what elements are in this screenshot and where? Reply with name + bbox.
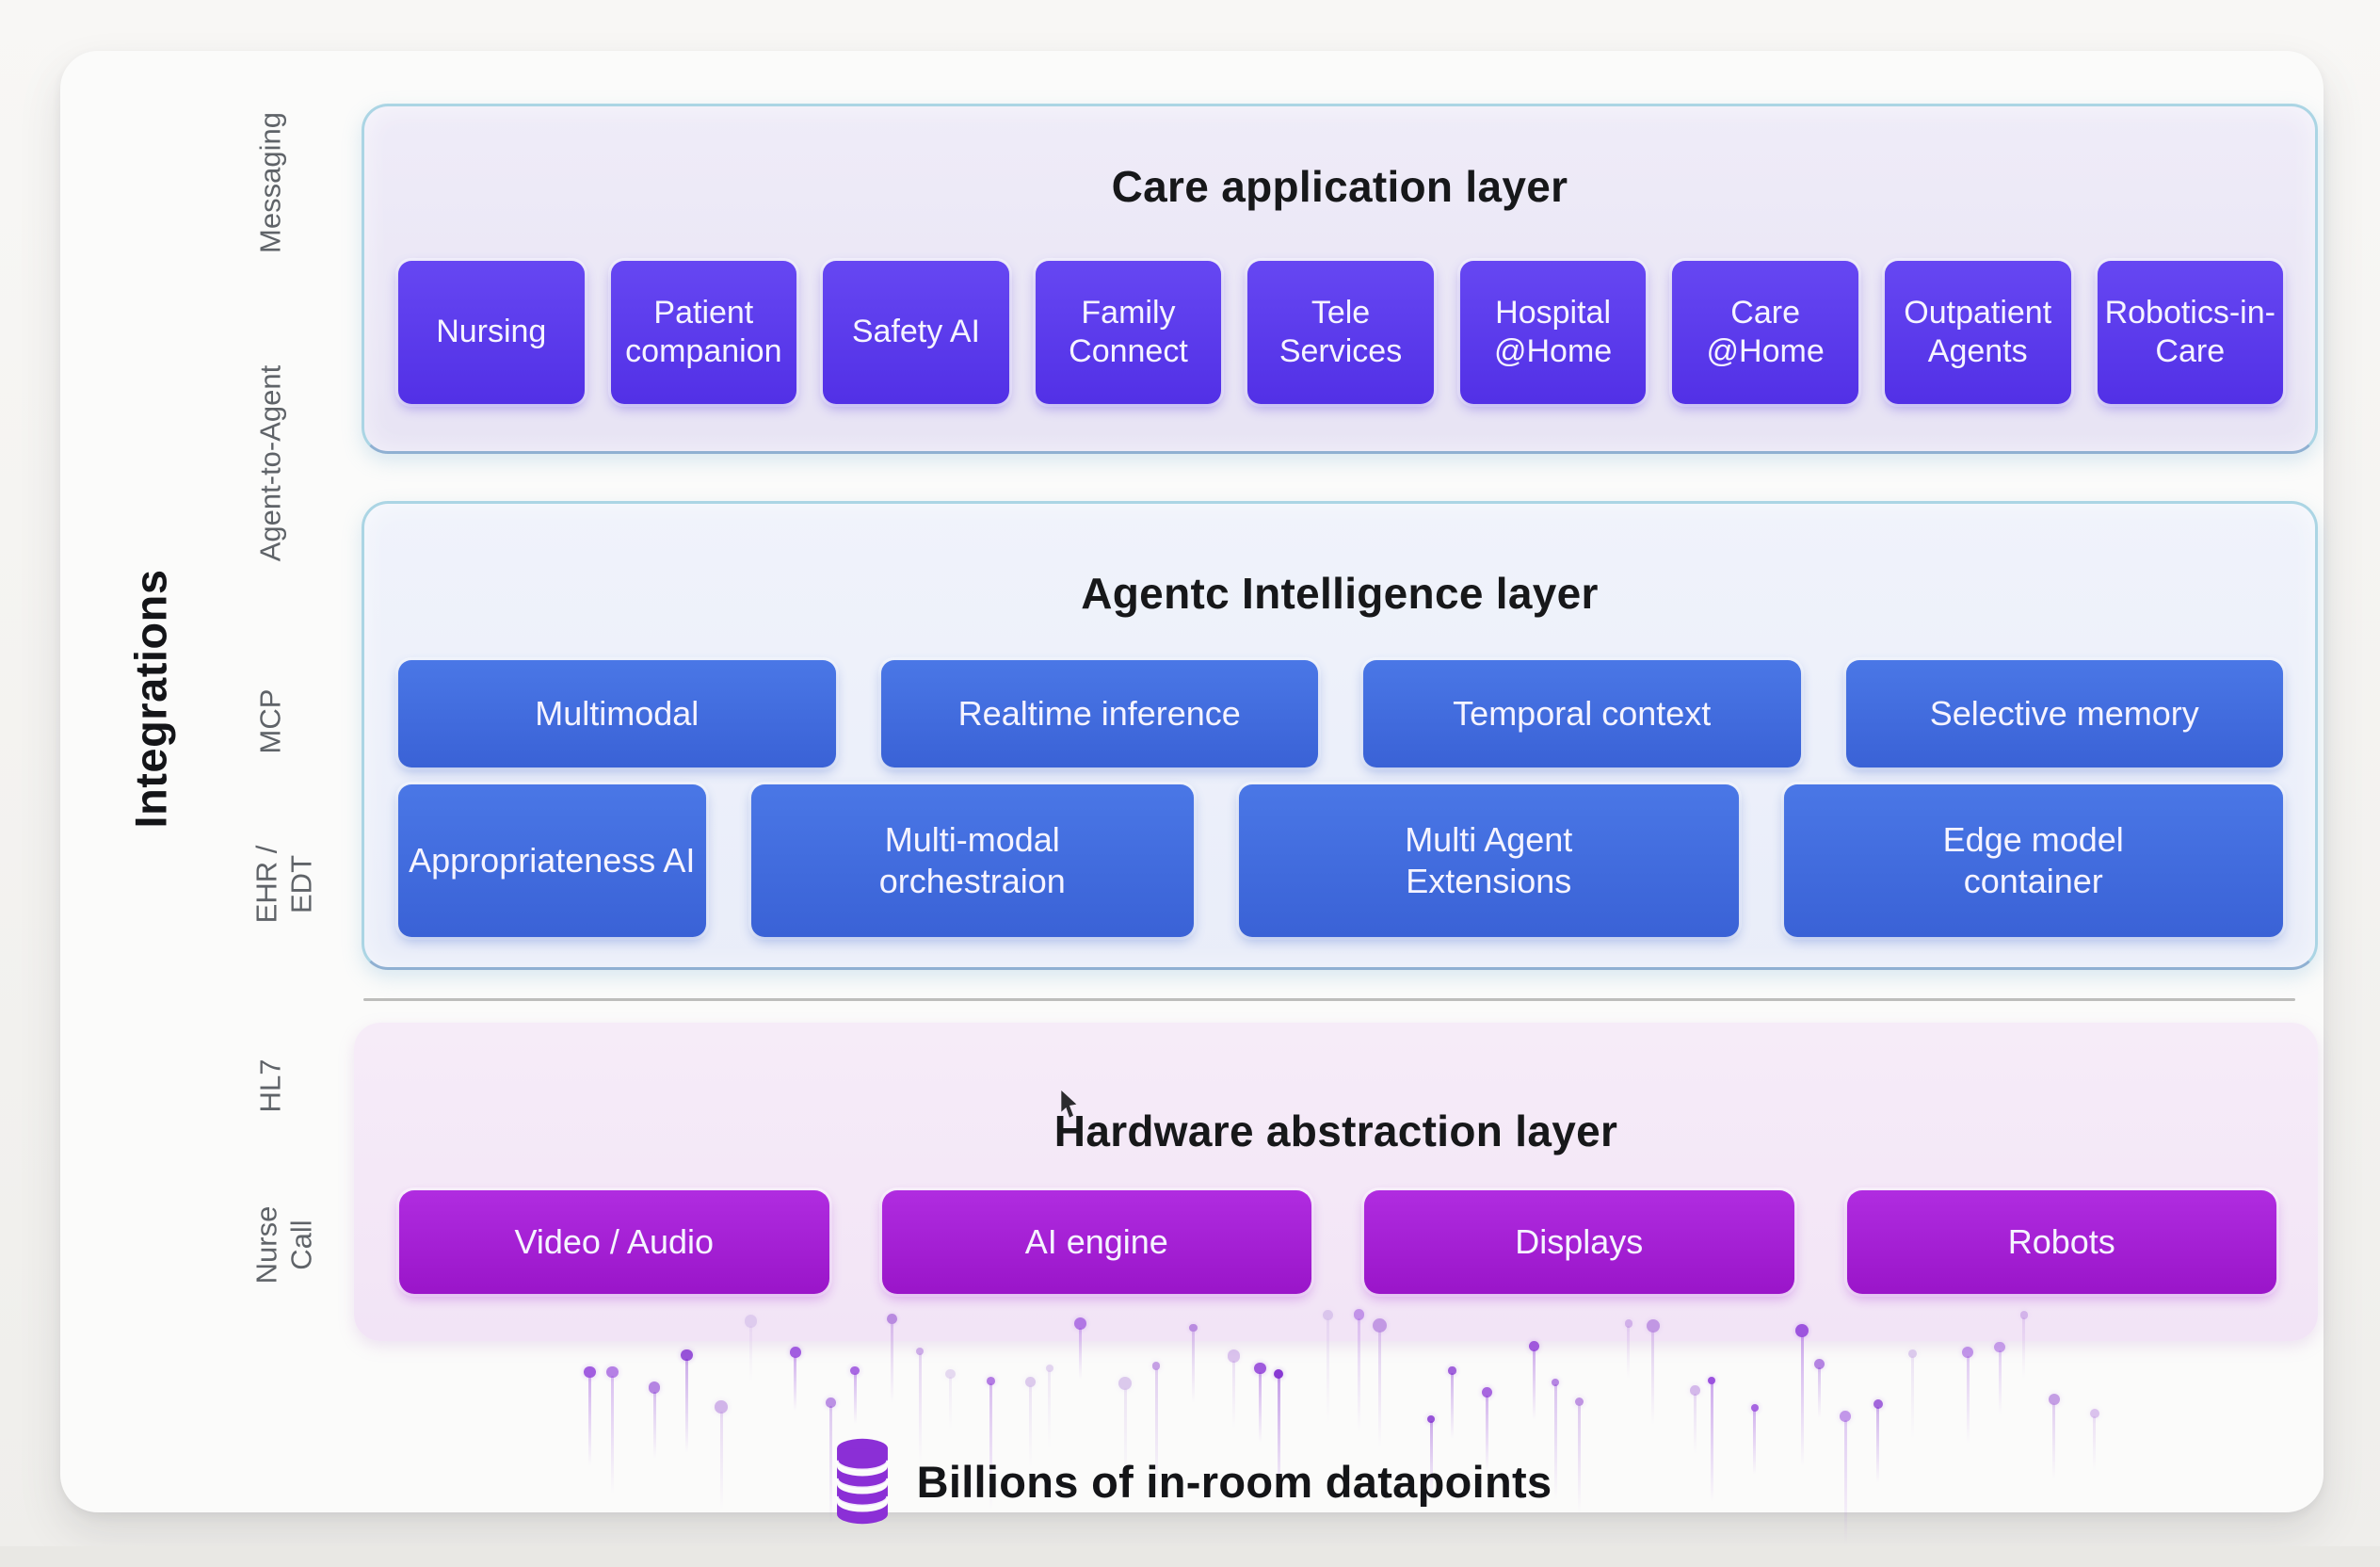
hardware-abstraction-layer: Hardware abstraction layer Video / Audio… bbox=[354, 1023, 2318, 1341]
chip-patient-companion[interactable]: Patient companion bbox=[610, 261, 797, 404]
datapoint-dot bbox=[1962, 1347, 1974, 1358]
care-layer-title: Care application layer bbox=[1111, 162, 1568, 211]
chip-family-connect[interactable]: Family Connect bbox=[1035, 261, 1222, 404]
datapoints-caption: Billions of in-room datapoints bbox=[60, 1438, 2324, 1525]
sidebar-item-mcp: MCP bbox=[253, 688, 287, 754]
datapoint-dot bbox=[1426, 1414, 1436, 1424]
datapoint-trail bbox=[1966, 1356, 1970, 1444]
datapoint-trail bbox=[794, 1355, 797, 1412]
datapoint-trail bbox=[1817, 1367, 1821, 1419]
datapoint-trail bbox=[1258, 1372, 1262, 1443]
datapoint-trail bbox=[1651, 1331, 1655, 1426]
sidebar-item-ehr-edt: EHR / EDT bbox=[249, 845, 317, 924]
datapoint-dot bbox=[1873, 1399, 1883, 1410]
datapoint-dot bbox=[1552, 1379, 1560, 1387]
datapoint-dot bbox=[584, 1365, 596, 1379]
chip-multimodal-orchestration[interactable]: Multi-modal orchestraion bbox=[750, 784, 1194, 937]
care-chip-row: Nursing Patient companion Safety AI Fami… bbox=[398, 261, 2284, 404]
chip-appropriateness-ai[interactable]: Appropriateness AI bbox=[398, 784, 706, 937]
chip-ai-engine[interactable]: AI engine bbox=[881, 1190, 1311, 1294]
hardware-chip-row: Video / Audio AI engine Displays Robots bbox=[399, 1190, 2276, 1294]
sidebar-item-messaging: Messaging bbox=[253, 112, 287, 253]
sidebar-item-hl7: HL7 bbox=[253, 1058, 287, 1113]
hardware-layer-title: Hardware abstraction layer bbox=[1053, 1107, 1618, 1155]
datapoint-dot bbox=[2048, 1394, 2061, 1406]
sidebar-item-agent-to-agent: Agent-to-Agent bbox=[253, 364, 287, 562]
chip-multi-agent-extensions[interactable]: Multi Agent Extensions bbox=[1239, 784, 1739, 937]
chip-tele-services[interactable]: Tele Services bbox=[1247, 261, 1434, 404]
agentic-layer-title: Agentc Intelligence layer bbox=[1081, 569, 1599, 618]
datapoint-dot bbox=[945, 1368, 956, 1380]
datapoint-dot bbox=[987, 1376, 996, 1385]
datapoint-dot bbox=[789, 1346, 801, 1358]
datapoint-dot bbox=[1689, 1385, 1700, 1396]
datapoint-dot bbox=[1045, 1365, 1053, 1373]
datapoint-dot bbox=[1907, 1349, 1917, 1358]
datapoint-trail bbox=[1048, 1370, 1052, 1449]
datapoint-trail bbox=[1378, 1330, 1382, 1448]
sidebar-item-nurse-call: Nurse Call bbox=[249, 1205, 317, 1284]
chip-nursing[interactable]: Nursing bbox=[398, 261, 585, 404]
datapoint-trail bbox=[1910, 1355, 1914, 1440]
chip-realtime-inference[interactable]: Realtime inference bbox=[880, 660, 1318, 767]
datapoint-dot bbox=[1574, 1397, 1584, 1407]
datapoint-trail bbox=[1998, 1350, 2002, 1414]
datapoint-trail bbox=[1191, 1330, 1195, 1404]
datapoint-dot bbox=[1481, 1387, 1492, 1398]
datapoint-dot bbox=[916, 1347, 925, 1355]
datapoint-dot bbox=[1840, 1410, 1852, 1422]
datapoint-dot bbox=[1025, 1377, 1037, 1388]
datapoint-dot bbox=[1448, 1366, 1456, 1375]
datapoint-trail bbox=[1231, 1360, 1235, 1429]
datapoint-dot bbox=[1273, 1368, 1284, 1380]
datapoint-dot bbox=[1118, 1376, 1133, 1390]
diagram-card: Integrations Messaging Agent-to-Agent MC… bbox=[60, 51, 2324, 1546]
datapoints-caption-text: Billions of in-room datapoints bbox=[916, 1456, 1552, 1507]
page-bottom-strip bbox=[0, 1546, 2380, 1567]
datapoint-dot bbox=[681, 1349, 693, 1362]
datapoint-dot bbox=[606, 1366, 619, 1379]
chip-edge-model-container[interactable]: Edge model container bbox=[1783, 784, 2283, 937]
datapoint-trail bbox=[853, 1373, 857, 1424]
chip-multimodal[interactable]: Multimodal bbox=[398, 660, 836, 767]
datapoint-dot bbox=[715, 1400, 729, 1414]
chip-robots[interactable]: Robots bbox=[1846, 1190, 2276, 1294]
datapoint-dot bbox=[825, 1397, 836, 1409]
chip-selective-memory[interactable]: Selective memory bbox=[1845, 660, 2283, 767]
database-icon bbox=[835, 1438, 890, 1525]
datapoint-dot bbox=[850, 1365, 860, 1376]
chip-displays[interactable]: Displays bbox=[1364, 1190, 1794, 1294]
datapoint-trail bbox=[948, 1377, 952, 1430]
integrations-title: Integrations bbox=[125, 569, 176, 829]
datapoint-dot bbox=[2089, 1409, 2099, 1419]
datapoint-dot bbox=[1151, 1362, 1161, 1370]
datapoint-dot bbox=[1994, 1341, 2005, 1352]
datapoint-trail bbox=[1532, 1349, 1536, 1421]
datapoint-dot bbox=[1254, 1362, 1266, 1374]
chip-safety-ai[interactable]: Safety AI bbox=[823, 261, 1009, 404]
chip-outpatient-agents[interactable]: Outpatient Agents bbox=[1884, 261, 2071, 404]
chip-robotics-in-care[interactable]: Robotics-in-Care bbox=[2097, 261, 2284, 404]
mouse-cursor-icon bbox=[1061, 1090, 1077, 1118]
datapoint-trail bbox=[1450, 1372, 1454, 1440]
datapoint-dot bbox=[1528, 1341, 1539, 1352]
datapoint-dot bbox=[1227, 1349, 1240, 1363]
agentic-chip-row-1: Multimodal Realtime inference Temporal c… bbox=[398, 660, 2283, 767]
chip-care-at-home[interactable]: Care @Home bbox=[1672, 261, 1858, 404]
agentic-intelligence-layer: Agentc Intelligence layer Multimodal Rea… bbox=[362, 501, 2318, 970]
chip-hospital-at-home[interactable]: Hospital @Home bbox=[1459, 261, 1647, 404]
datapoint-dot bbox=[1813, 1359, 1825, 1370]
section-divider-line bbox=[363, 998, 2295, 1001]
chip-video-audio[interactable]: Video / Audio bbox=[399, 1190, 829, 1294]
care-application-layer: Care application layer Nursing Patient c… bbox=[362, 104, 2318, 454]
datapoint-dot bbox=[1750, 1403, 1759, 1413]
chip-temporal-context[interactable]: Temporal context bbox=[1363, 660, 1801, 767]
agentic-chip-row-2: Appropriateness AI Multi-modal orchestra… bbox=[398, 784, 2283, 937]
datapoint-dot bbox=[1708, 1376, 1716, 1384]
datapoint-dot bbox=[648, 1381, 661, 1394]
